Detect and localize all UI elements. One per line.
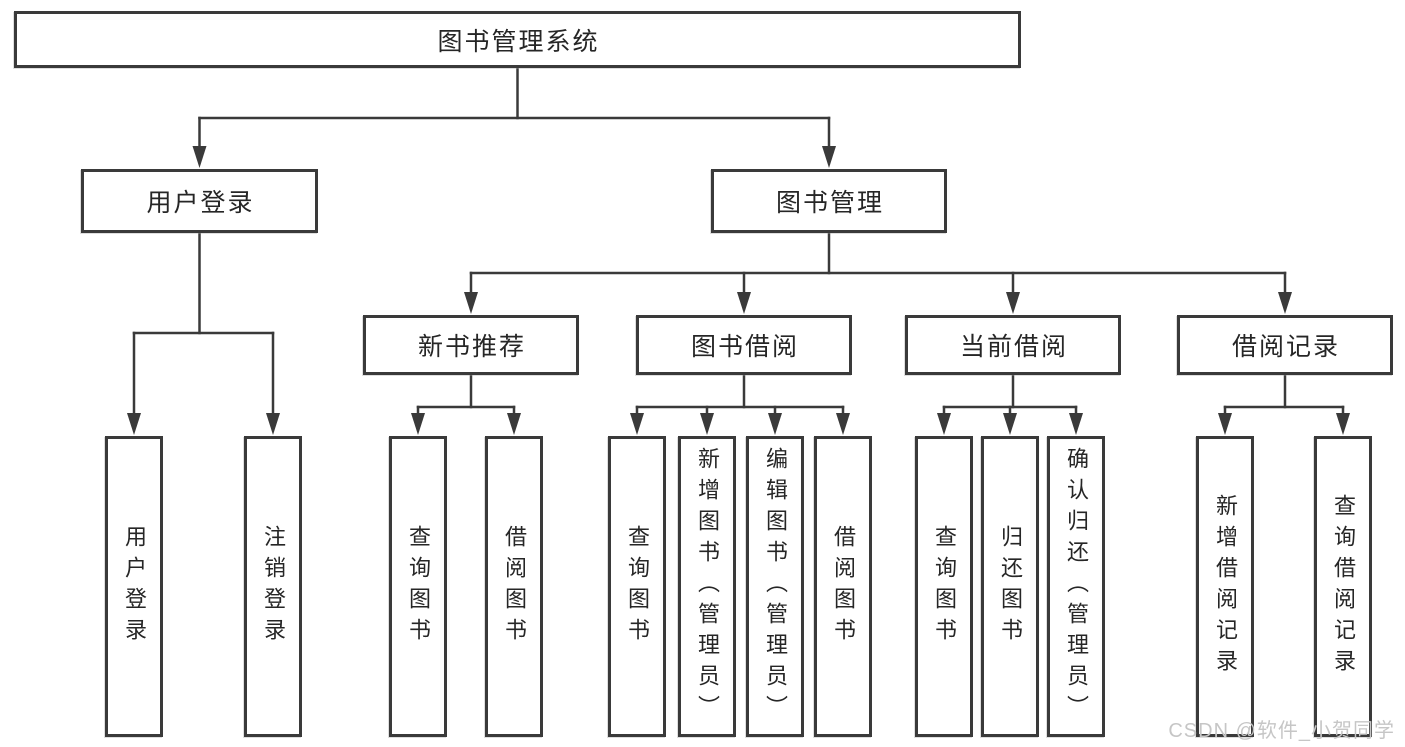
arrowhead-icon (700, 413, 714, 435)
node-label: 查询图书 (625, 524, 650, 649)
node-logout: 注销登录 (244, 436, 302, 737)
node-query-book-1: 查询图书 (389, 436, 447, 737)
node-root: 图书管理系统 (14, 11, 1021, 68)
node-label: 新增图书（管理员） (695, 447, 720, 726)
node-label: 借阅图书 (502, 524, 527, 649)
node-label: 用户登录 (122, 524, 147, 649)
node-edit-book: 编辑图书（管理员） (746, 436, 804, 737)
arrowhead-icon (507, 413, 521, 435)
node-add-book: 新增图书（管理员） (678, 436, 736, 737)
arrowhead-icon (737, 292, 751, 314)
node-query-borrow-record: 查询借阅记录 (1314, 436, 1372, 737)
node-query-book-3: 查询图书 (915, 436, 973, 737)
node-query-book-2: 查询图书 (608, 436, 666, 737)
node-borrow-book-1: 借阅图书 (485, 436, 543, 737)
node-new-book-rec: 新书推荐 (363, 315, 579, 375)
arrowhead-icon (1218, 413, 1232, 435)
arrowhead-icon (464, 292, 478, 314)
node-label: 图书管理 (775, 189, 884, 217)
arrowhead-icon (937, 413, 951, 435)
node-label: 查询借阅记录 (1331, 493, 1356, 680)
node-label: 用户登录 (146, 189, 255, 217)
node-label: 编辑图书（管理员） (763, 447, 788, 726)
node-borrow-book-2: 借阅图书 (814, 436, 872, 737)
node-label: 注销登录 (261, 524, 286, 649)
node-label: 新书推荐 (417, 333, 526, 361)
node-label: 查询图书 (406, 524, 431, 649)
node-confirm-return: 确认归还（管理员） (1047, 436, 1105, 737)
node-label: 确认归还（管理员） (1064, 447, 1089, 726)
node-login: 用户登录 (105, 436, 163, 737)
node-return-book: 归还图书 (981, 436, 1039, 737)
arrowhead-icon (1003, 413, 1017, 435)
arrowhead-icon (1006, 292, 1020, 314)
node-book-borrow: 图书借阅 (636, 315, 852, 375)
arrowhead-icon (630, 413, 644, 435)
arrowhead-icon (822, 146, 836, 168)
node-label: 归还图书 (998, 524, 1023, 649)
arrowhead-icon (836, 413, 850, 435)
node-book-mgmt: 图书管理 (711, 169, 947, 233)
node-label: 借阅记录 (1231, 333, 1340, 361)
arrowhead-icon (411, 413, 425, 435)
arrowhead-icon (1278, 292, 1292, 314)
node-label: 查询图书 (932, 524, 957, 649)
node-label: 图书管理系统 (437, 27, 600, 56)
arrowhead-icon (127, 413, 141, 435)
node-borrow-records: 借阅记录 (1177, 315, 1393, 375)
arrowhead-icon (192, 146, 207, 168)
node-label: 图书借阅 (690, 333, 799, 361)
node-label: 新增借阅记录 (1213, 493, 1238, 680)
arrowhead-icon (1336, 413, 1350, 435)
node-label: 当前借阅 (959, 333, 1068, 361)
node-label: 借阅图书 (831, 524, 856, 649)
watermark: CSDN @软件_小贺同学 (1168, 720, 1395, 742)
node-current-borrow: 当前借阅 (905, 315, 1121, 375)
arrowhead-icon (1069, 413, 1083, 435)
arrowhead-icon (768, 413, 782, 435)
arrowhead-icon (266, 413, 280, 435)
node-user-login: 用户登录 (81, 169, 318, 233)
node-add-borrow-record: 新增借阅记录 (1196, 436, 1254, 737)
